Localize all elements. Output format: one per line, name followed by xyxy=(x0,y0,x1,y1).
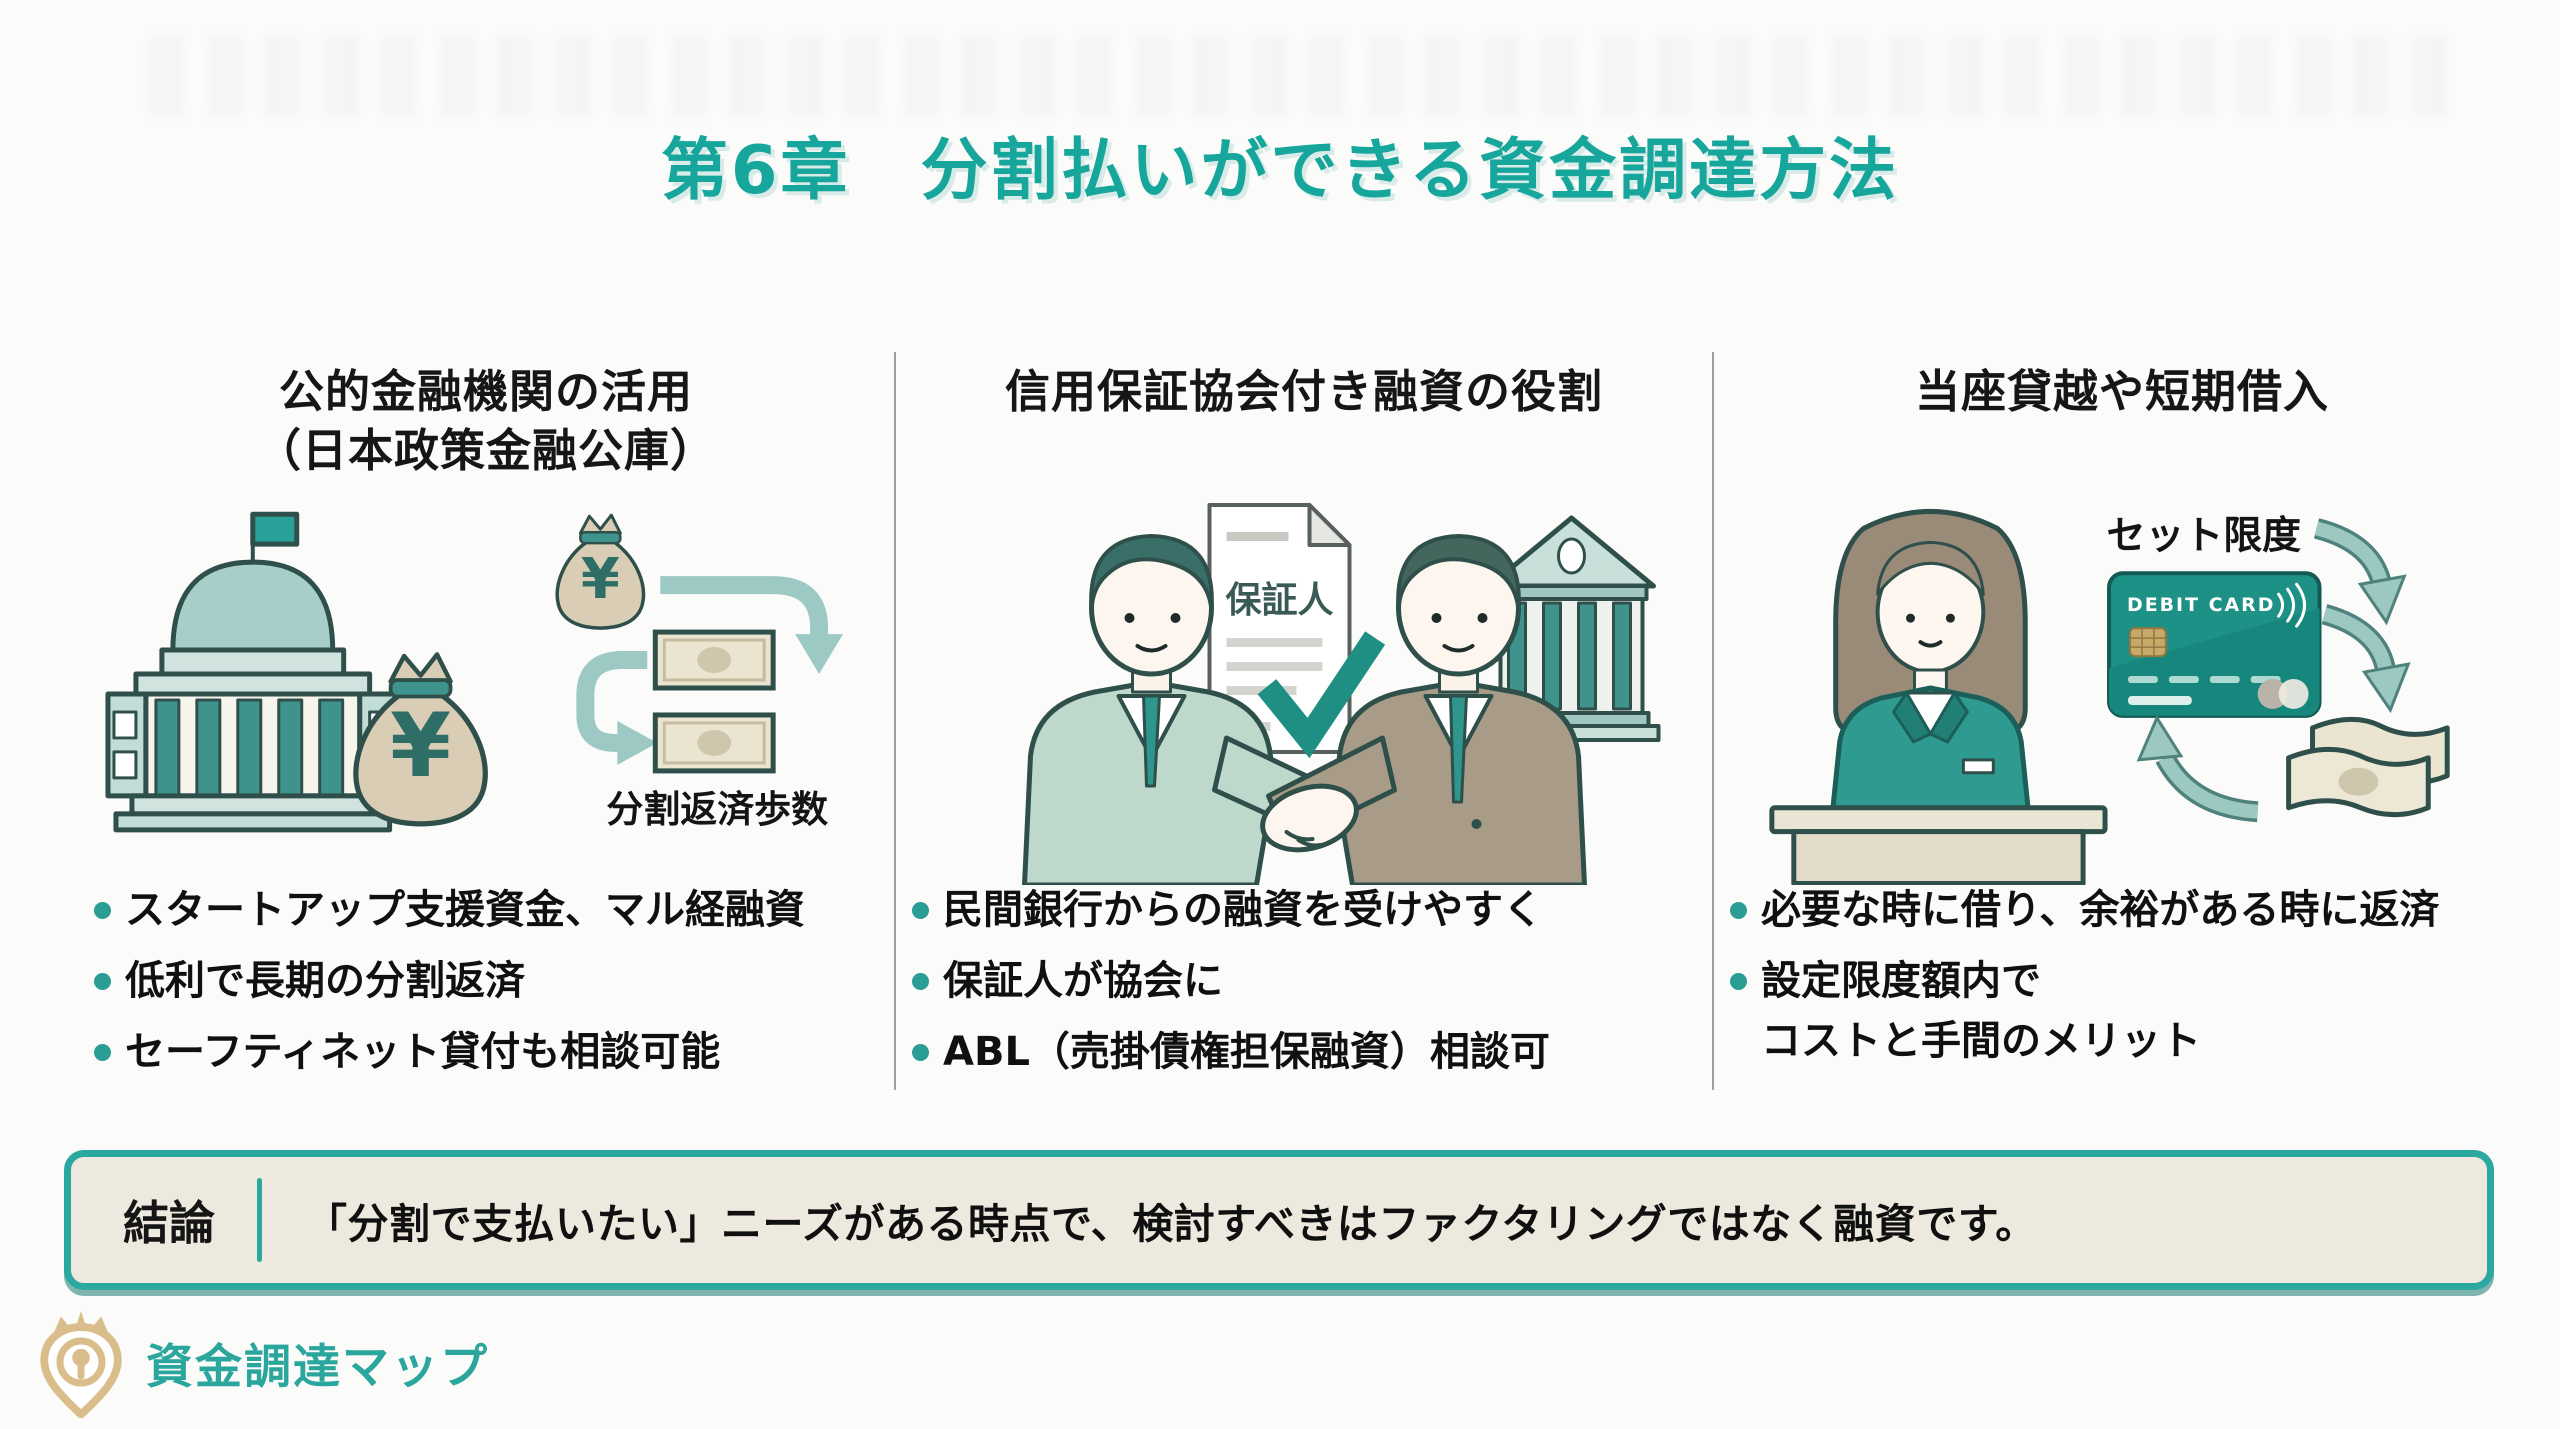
money-bag-large: ¥ xyxy=(356,655,485,824)
government-building-illustration: ¥ ¥ xyxy=(105,511,844,833)
conclusion-banner: 結論 「分割で支払いたい」ニーズがある時点で、検討すべきはファクタリングではなく… xyxy=(64,1150,2494,1290)
bullet-text: 保証人が協会に xyxy=(943,958,1223,1004)
government-building xyxy=(105,511,401,833)
column2-illustration: 保証人 xyxy=(896,490,1712,885)
bullet-text: スタートアップ支援資金、マル経融資 xyxy=(125,887,805,933)
bullet-text: 低利で長期の分割返済 xyxy=(125,958,525,1004)
document-title: 保証人 xyxy=(1225,580,1333,621)
conclusion-divider xyxy=(257,1178,262,1262)
bullet-dot xyxy=(1730,973,1747,990)
banknote-2 xyxy=(652,712,776,774)
column2-bullets: 民間銀行からの融資を受けやすく 保証人が協会に ABL（売掛債権担保融資）相談可 xyxy=(904,880,1708,1093)
conclusion-label: 結論 xyxy=(123,1196,215,1250)
map-pin-crown-icon xyxy=(40,1311,122,1418)
bullet-item: ABL（売掛債権担保融資）相談可 xyxy=(904,1022,1708,1082)
bullet-item: 低利で長期の分割返済 xyxy=(86,951,890,1011)
bullet-item: 民間銀行からの融資を受けやすく xyxy=(904,880,1708,940)
column3-heading: 当座貸越や短期借入 xyxy=(1914,365,2329,418)
cash-banknotes xyxy=(2286,716,2450,818)
column1-bullets: スタートアップ支援資金、マル経融資 低利で長期の分割返済 セーフティネット貸付も… xyxy=(86,880,890,1093)
column3-bullets: 必要な時に借り、余裕がある時に返済 設定限度額内で コストと手間のメリット xyxy=(1722,880,2526,1082)
bullet-dot xyxy=(94,902,111,919)
bullet-text: 必要な時に借り、余裕がある時に返済 xyxy=(1761,887,2440,933)
bullet-item: 必要な時に借り、余裕がある時に返済 xyxy=(1722,880,2526,940)
cycle-label: 分割返済歩数 xyxy=(606,788,828,831)
repayment-cycle-arrows xyxy=(576,576,844,765)
limit-label: セット限度 xyxy=(2107,513,2302,558)
bullet-dot xyxy=(912,973,929,990)
card-label: DEBIT CARD xyxy=(2127,594,2275,616)
handshake-illustration: 保証人 xyxy=(1022,503,1661,885)
three-column-layout: 公的金融機関の活用 （日本政策金融公庫） xyxy=(78,352,2530,1090)
conclusion-text: 「分割で支払いたい」ニーズがある時点で、検討すべきはファクタリングではなく融資で… xyxy=(306,1200,2037,1248)
bullet-dot xyxy=(912,902,929,919)
cash-cycle-arrows xyxy=(2136,518,2411,823)
bullet-item: 保証人が協会に xyxy=(904,951,1708,1011)
page-title: 第6章 分割払いができる資金調達方法 xyxy=(660,131,1900,209)
card-chip xyxy=(2128,627,2167,658)
money-bag-small: ¥ xyxy=(555,513,646,630)
column-overdraft: 当座貸越や短期借入 xyxy=(1712,352,2530,1090)
svg-text:¥: ¥ xyxy=(390,694,451,797)
bullet-text: ABL（売掛債権担保融資）相談可 xyxy=(943,1029,1550,1075)
bullet-dot xyxy=(94,973,111,990)
svg-text:¥: ¥ xyxy=(581,547,620,612)
ghost-watermark-strip xyxy=(150,36,2470,116)
bullet-dot xyxy=(1730,902,1747,919)
bullet-text: 民間銀行からの融資を受けやすく xyxy=(943,887,1543,933)
bullet-item: 設定限度額内で コストと手間のメリット xyxy=(1722,951,2526,1071)
brand-logo: 資金調達マップ xyxy=(26,1306,489,1418)
column1-heading: 公的金融機関の活用 （日本政策金融公庫） xyxy=(255,365,716,478)
bullet-dot xyxy=(94,1044,111,1061)
bullet-item: スタートアップ支援資金、マル経融資 xyxy=(86,880,890,940)
column3-illustration: セット限度 DEBIT CARD xyxy=(1714,490,2530,885)
debit-card: DEBIT CARD xyxy=(2107,571,2322,718)
contactless-icon xyxy=(2277,582,2307,628)
bullet-item: セーフティネット貸付も相談可能 xyxy=(86,1022,890,1082)
bank-clerk xyxy=(1769,509,2108,885)
bullet-text: セーフティネット貸付も相談可能 xyxy=(125,1029,721,1075)
handshake xyxy=(1260,783,1359,853)
column1-illustration: ¥ ¥ xyxy=(78,490,894,885)
column-credit-guarantee: 信用保証協会付き融資の役割 xyxy=(894,352,1712,1090)
checkmark-icon xyxy=(1257,631,1386,759)
debit-card-cycle-illustration: セット限度 DEBIT CARD xyxy=(1769,509,2450,885)
bullet-text: 設定限度額内で コストと手間のメリット xyxy=(1761,958,2201,1064)
brand-logo-text: 資金調達マップ xyxy=(146,1339,489,1395)
column2-heading: 信用保証協会付き融資の役割 xyxy=(1004,365,1603,418)
bullet-dot xyxy=(912,1044,929,1061)
banknote-1 xyxy=(652,629,776,691)
column-public-finance: 公的金融機関の活用 （日本政策金融公庫） xyxy=(78,352,894,1090)
